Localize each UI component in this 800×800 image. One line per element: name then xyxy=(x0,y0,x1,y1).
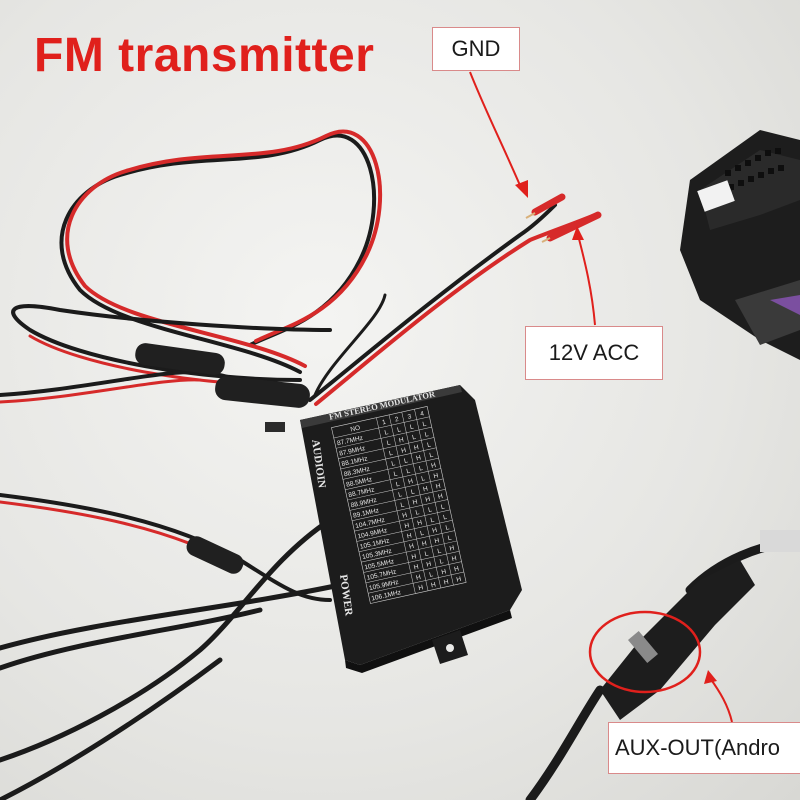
module-switch-cell: H xyxy=(433,472,439,480)
module-switch-cell: L xyxy=(440,503,445,511)
module-switch-cell: H xyxy=(437,493,443,501)
car-connector xyxy=(680,130,800,360)
module-switch-cell: L xyxy=(403,457,408,465)
module-switch-cell: L xyxy=(395,481,400,489)
module-switch-cell: L xyxy=(386,439,391,447)
module-switch-cell: H xyxy=(412,499,418,507)
module-switch-cell: H xyxy=(413,444,419,452)
module-switch-cell: H xyxy=(411,553,417,561)
module-switch-cell: H xyxy=(456,576,462,584)
module-switch-cell: L xyxy=(397,426,402,434)
module-switch-cell: H xyxy=(430,581,436,589)
module-switch-cell: L xyxy=(424,431,429,439)
module-switch-cell: L xyxy=(439,558,444,566)
module-switch-cell: L xyxy=(410,488,415,496)
module-switch-cell: L xyxy=(388,450,393,458)
module-switch-cell: H xyxy=(417,519,423,527)
module-switch-cell: L xyxy=(406,468,411,476)
heat-shrink-tubes xyxy=(135,343,310,574)
module-switch-cell: H xyxy=(402,512,408,520)
module-column-header: 3 xyxy=(407,413,412,421)
module-switch-cell: L xyxy=(393,470,398,478)
module-switch-cell: L xyxy=(398,491,403,499)
module-switch-cell: L xyxy=(412,434,417,442)
module-switch-cell: H xyxy=(443,579,449,587)
module-switch-cell: H xyxy=(426,561,432,569)
module-switch-cell: H xyxy=(422,485,428,493)
module-switch-cell: H xyxy=(441,568,447,576)
module-switch-cell: L xyxy=(424,550,429,558)
module-switch-cell: H xyxy=(407,478,413,486)
module-switch-cell: L xyxy=(418,465,423,473)
module-switch-cell: H xyxy=(432,527,438,535)
module-switch-cell: H xyxy=(421,540,427,548)
module-switch-cell: L xyxy=(443,514,448,522)
module-switch-cell: L xyxy=(420,530,425,538)
module-switch-cell: L xyxy=(422,421,427,429)
module-switch-cell: H xyxy=(451,555,457,563)
module-column-header: 1 xyxy=(382,419,387,427)
acc-label: 12V ACC xyxy=(525,326,663,380)
module-switch-cell: L xyxy=(430,517,435,525)
module-switch-cell: L xyxy=(409,423,414,431)
module-switch-cell: H xyxy=(401,447,407,455)
module-switch-cell: L xyxy=(429,452,434,460)
module-switch-cell: L xyxy=(445,524,450,532)
module-column-header: NO xyxy=(350,425,361,434)
aux-plug xyxy=(588,560,755,720)
module-switch-cell: H xyxy=(409,543,415,551)
wire-ends xyxy=(525,193,602,243)
gnd-label: GND xyxy=(432,27,520,71)
module-switch-cell: L xyxy=(421,475,426,483)
module-switch-cell: H xyxy=(434,537,440,545)
module-switch-cell: L xyxy=(400,502,405,510)
module-switch-cell: L xyxy=(428,506,433,514)
module-switch-cell: H xyxy=(415,574,421,582)
module-switch-cell: H xyxy=(418,584,424,592)
module-column-header: 4 xyxy=(420,410,425,418)
module-switch-cell: H xyxy=(398,437,404,445)
module-switch-cell: L xyxy=(437,548,442,556)
module-switch-cell: L xyxy=(391,460,396,468)
module-switch-cell: H xyxy=(454,565,460,573)
module-switch-cell: H xyxy=(435,483,441,491)
module-side-bottom-label: POWER xyxy=(337,574,355,618)
module-switch-cell: L xyxy=(447,534,452,542)
module-switch-cell: L xyxy=(429,571,434,579)
module-switch-cell: H xyxy=(431,462,437,470)
module-column-header: 2 xyxy=(394,416,399,424)
aux-out-label: AUX-OUT(Andro xyxy=(608,722,800,774)
module-switch-cell: L xyxy=(427,441,432,449)
module-switch-cell: H xyxy=(404,522,410,530)
page-title: FM transmitter xyxy=(34,29,375,82)
module-switch-cell: H xyxy=(416,454,422,462)
module-switch-cell: L xyxy=(384,429,389,437)
module-switch-cell: H xyxy=(449,545,455,553)
annotation-arrows xyxy=(469,71,733,723)
module-switch-cell: H xyxy=(413,564,419,572)
module-switch-cell: H xyxy=(425,496,431,504)
module-switch-cell: L xyxy=(415,509,420,517)
module-switch-cell: H xyxy=(406,532,412,540)
